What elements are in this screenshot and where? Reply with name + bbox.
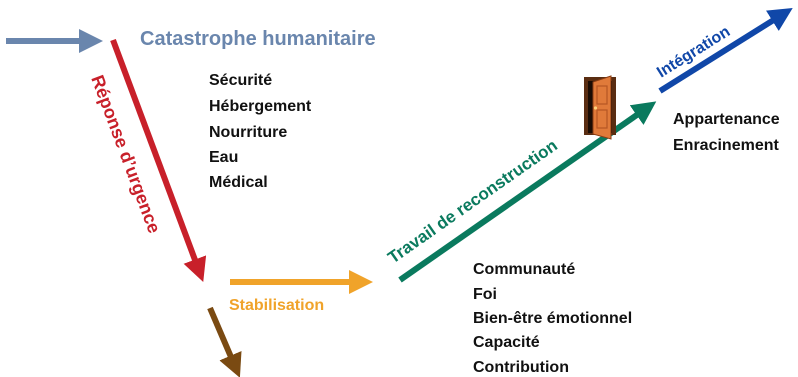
open-door-icon [584,75,616,140]
list-item: Bien-être émotionnel [473,310,632,327]
reconstruction-label: Travail de reconstruction [384,136,561,268]
reconstruction-list: Communauté Foi Bien-être émotionnel Capa… [473,261,632,376]
list-item: Sécurité [209,72,272,89]
list-item: Capacité [473,334,540,351]
list-item: Eau [209,149,238,166]
list-item: Médical [209,174,268,191]
list-item: Foi [473,286,497,303]
list-item: Hébergement [209,98,312,115]
list-item: Appartenance [673,111,780,128]
list-item: Nourriture [209,124,287,141]
integration-list: Appartenance Enracinement [673,111,780,154]
decline-arrow [207,306,242,377]
diagram-title: Catastrophe humanitaire [140,28,376,50]
stabilisation-label: Stabilisation [229,297,324,314]
integration-arrow [658,8,793,94]
list-item: Contribution [473,359,569,376]
list-item: Enracinement [673,137,779,154]
urgence-arrow [110,38,207,283]
urgence-needs-list: Sécurité Hébergement Nourriture Eau Médi… [209,72,312,191]
list-item: Communauté [473,261,575,278]
reconstruction-arrow [398,101,657,283]
